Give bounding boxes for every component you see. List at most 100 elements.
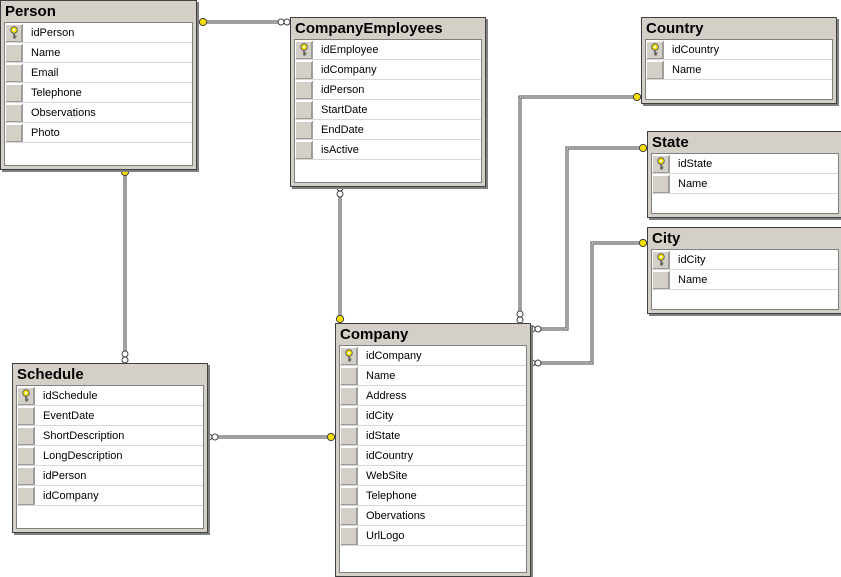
field-row[interactable]: idCompany <box>17 486 203 506</box>
row-selector <box>5 63 23 82</box>
row-selector <box>340 426 358 445</box>
primary-key-icon <box>652 154 670 173</box>
row-selector <box>17 486 35 505</box>
field-row[interactable]: idCompany <box>295 60 481 80</box>
row-selector <box>295 80 313 99</box>
field-name: idCity <box>678 253 706 266</box>
field-row[interactable]: idEmployee <box>295 40 481 60</box>
field-name: Name <box>366 369 396 382</box>
row-selector <box>295 120 313 139</box>
field-name: EventDate <box>43 409 95 422</box>
row-selector <box>17 446 35 465</box>
row-selector <box>652 174 670 193</box>
row-selector <box>17 406 35 425</box>
table-title: Country <box>646 20 704 37</box>
field-row[interactable]: UrlLogo <box>340 526 526 546</box>
primary-key-icon <box>340 346 358 365</box>
field-row[interactable]: idSchedule <box>17 386 203 406</box>
field-row[interactable]: Name <box>340 366 526 386</box>
relationship-company-country <box>516 92 642 324</box>
row-selector <box>340 466 358 485</box>
field-row[interactable]: LongDescription <box>17 446 203 466</box>
field-name: idSchedule <box>43 389 98 402</box>
row-selector <box>340 506 358 525</box>
row-selector <box>5 43 23 62</box>
relationship-line-highlight <box>529 147 647 330</box>
field-row[interactable]: Email <box>5 63 192 83</box>
field-row[interactable]: EndDate <box>295 120 481 140</box>
field-row[interactable]: idCompany <box>340 346 526 366</box>
field-row[interactable]: idCity <box>652 250 838 270</box>
field-name: UrlLogo <box>366 529 405 542</box>
field-row[interactable]: idPerson <box>17 466 203 486</box>
relationship-company-city <box>528 238 648 367</box>
field-row[interactable]: idCountry <box>340 446 526 466</box>
relationship-line-highlight <box>519 96 641 323</box>
field-row[interactable]: idCountry <box>646 40 832 60</box>
field-name: idCompany <box>43 489 99 502</box>
field-row[interactable]: idState <box>340 426 526 446</box>
field-row[interactable]: Name <box>652 270 838 290</box>
field-row[interactable]: WebSite <box>340 466 526 486</box>
field-name: Name <box>672 63 702 76</box>
field-row[interactable]: isActive <box>295 140 481 160</box>
row-selector <box>340 486 358 505</box>
primary-key-icon <box>646 40 664 59</box>
field-name: Address <box>366 389 407 402</box>
field-name: idCountry <box>366 449 414 462</box>
table-title: Company <box>340 326 409 343</box>
field-name: Name <box>678 177 708 190</box>
field-row[interactable]: EventDate <box>17 406 203 426</box>
row-selector <box>5 103 23 122</box>
field-row[interactable]: Name <box>652 174 838 194</box>
field-row[interactable]: Observations <box>5 103 192 123</box>
field-row[interactable]: idPerson <box>295 80 481 100</box>
row-selector <box>340 446 358 465</box>
table-title: Person <box>5 3 56 20</box>
many-end-marker <box>534 325 542 333</box>
one-end-marker <box>326 432 336 442</box>
field-row[interactable]: StartDate <box>295 100 481 120</box>
field-row[interactable]: Name <box>646 60 832 80</box>
field-row[interactable]: idState <box>652 154 838 174</box>
field-name: idPerson <box>43 469 87 482</box>
row-selector <box>340 406 358 425</box>
row-selector <box>652 270 670 289</box>
field-row[interactable]: Obervations <box>340 506 526 526</box>
field-row[interactable]: Photo <box>5 123 192 143</box>
field-name: Observations <box>31 106 96 119</box>
field-name: isActive <box>321 143 359 156</box>
one-end-marker <box>638 238 648 248</box>
field-name: Obervations <box>366 509 426 522</box>
field-name: ShortDescription <box>43 429 125 442</box>
field-name: Email <box>31 66 59 79</box>
field-row[interactable]: Telephone <box>340 486 526 506</box>
row-selector <box>340 366 358 385</box>
row-selector <box>340 386 358 405</box>
field-row[interactable]: ShortDescription <box>17 426 203 446</box>
field-row[interactable]: idCity <box>340 406 526 426</box>
field-name: idState <box>678 157 713 170</box>
relationship-person-companyemployees <box>198 17 291 27</box>
field-row[interactable]: Address <box>340 386 526 406</box>
many-end-marker <box>336 190 344 198</box>
field-row[interactable]: idPerson <box>5 23 192 43</box>
field-row[interactable]: Telephone <box>5 83 192 103</box>
relationship-line-highlight <box>529 242 647 364</box>
one-end-marker <box>335 314 345 324</box>
field-row[interactable]: Name <box>5 43 192 63</box>
